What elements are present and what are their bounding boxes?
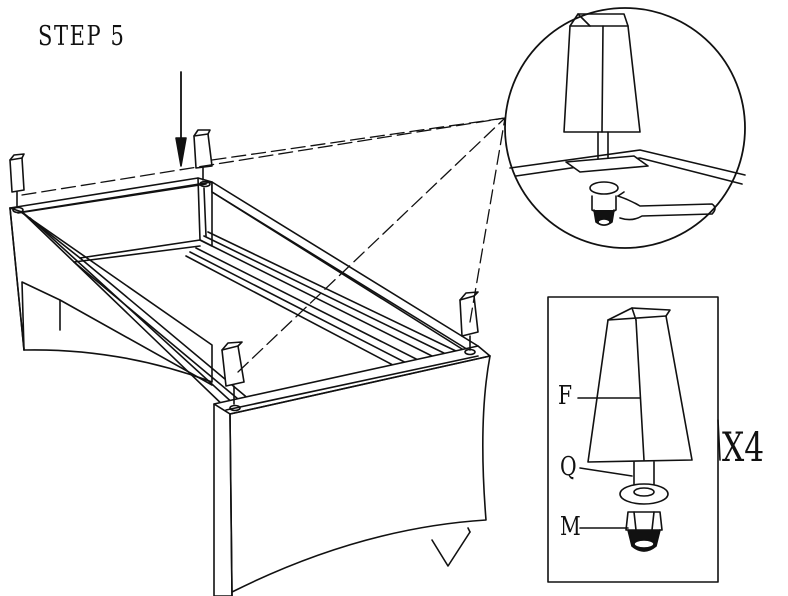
detail-circle [504, 7, 746, 249]
down-arrow-icon [175, 71, 187, 167]
quantity-label: X4 [722, 425, 765, 471]
parts-box [547, 296, 721, 583]
part-label-f: F [558, 381, 573, 411]
frame-leg-front-right [459, 291, 479, 356]
step-title: STEP 5 [38, 21, 126, 52]
sofa-base-frame [9, 177, 491, 596]
frame-leg-front-left [221, 341, 245, 412]
detail-leader-lines [21, 117, 506, 373]
right-side-rim [211, 181, 479, 357]
front-end-panel [213, 403, 233, 596]
back-rim [9, 177, 213, 213]
frame-leg-back-left [9, 153, 25, 214]
part-label-q: Q [560, 452, 577, 482]
frame-leg-back-right [193, 129, 213, 188]
part-label-m: M [560, 512, 581, 542]
